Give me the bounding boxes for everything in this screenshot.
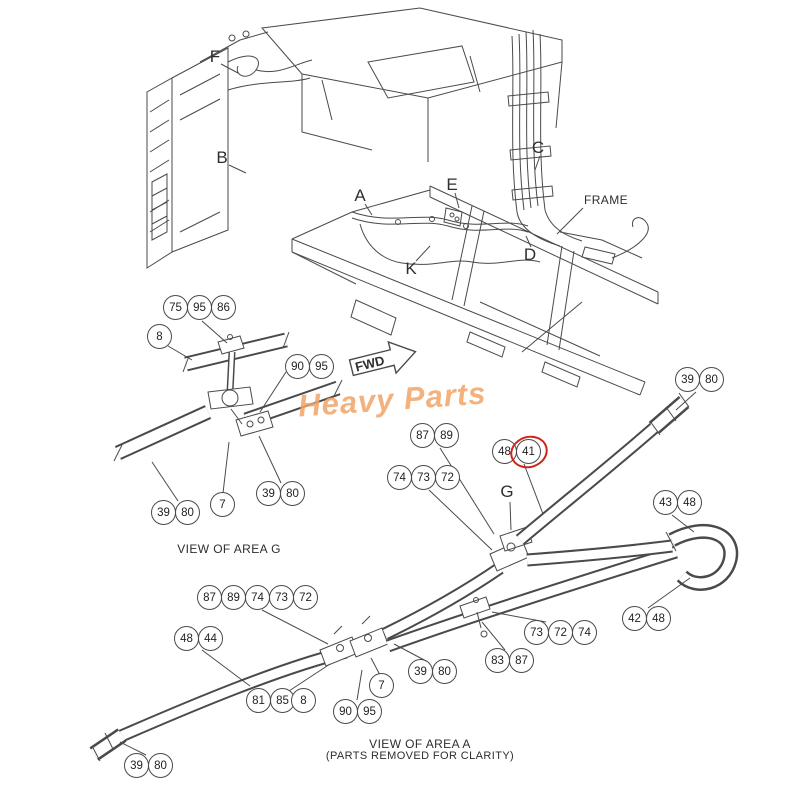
area-letter-A: A (354, 186, 366, 205)
view-a-caption: VIEW OF AREA A (369, 737, 471, 751)
part-balloon-87: 87 (197, 585, 222, 610)
part-balloon-43: 43 (653, 490, 678, 515)
view-a-art (89, 391, 739, 762)
part-balloon-39: 39 (151, 500, 176, 525)
part-balloon-72: 72 (293, 585, 318, 610)
fwd-arrow: FWD (348, 340, 417, 377)
area-letter-C: C (531, 138, 545, 157)
part-balloon-72: 72 (548, 620, 573, 645)
part-balloon-81: 81 (246, 688, 271, 713)
part-balloon-87: 87 (509, 648, 534, 673)
view-g-art (113, 320, 343, 502)
part-balloon-87: 87 (410, 423, 435, 448)
part-balloon-74: 74 (245, 585, 270, 610)
part-balloon-73: 73 (269, 585, 294, 610)
part-balloon-42: 42 (622, 606, 647, 631)
part-balloon-80: 80 (432, 659, 457, 684)
fwd-label: FWD (354, 353, 386, 375)
part-balloon-89: 89 (221, 585, 246, 610)
part-balloon-90: 90 (285, 354, 310, 379)
part-balloon-72: 72 (435, 465, 460, 490)
part-balloon-39: 39 (256, 481, 281, 506)
part-balloon-39: 39 (408, 659, 433, 684)
part-balloon-41: 41 (516, 439, 541, 464)
area-letter-F: F (209, 47, 221, 66)
part-balloon-8: 8 (147, 324, 172, 349)
part-balloon-7: 7 (210, 492, 235, 517)
part-balloon-83: 83 (485, 648, 510, 673)
part-balloon-80: 80 (175, 500, 200, 525)
part-balloon-80: 80 (148, 753, 173, 778)
part-balloon-80: 80 (699, 367, 724, 392)
highlight-ring (505, 430, 553, 474)
area-letter-D: D (523, 245, 537, 264)
part-balloon-48: 48 (677, 490, 702, 515)
part-balloon-39: 39 (675, 367, 700, 392)
part-balloon-48: 48 (646, 606, 671, 631)
view-g-caption: VIEW OF AREA G (177, 542, 281, 556)
area-letter-K: K (405, 259, 417, 278)
area-letter-G: G (500, 482, 514, 501)
part-balloon-75: 75 (163, 295, 188, 320)
part-balloon-39: 39 (124, 753, 149, 778)
part-balloon-7: 7 (369, 673, 394, 698)
part-balloon-74: 74 (572, 620, 597, 645)
part-balloon-89: 89 (434, 423, 459, 448)
part-balloon-44: 44 (198, 626, 223, 651)
part-balloon-95: 95 (309, 354, 334, 379)
view-a-subcaption: (PARTS REMOVED FOR CLARITY) (325, 750, 515, 762)
part-balloon-85: 85 (270, 688, 295, 713)
part-balloon-80: 80 (280, 481, 305, 506)
part-balloon-74: 74 (387, 465, 412, 490)
part-balloon-95: 95 (357, 699, 382, 724)
part-balloon-90: 90 (333, 699, 358, 724)
frame-label: FRAME (584, 193, 628, 207)
part-balloon-48: 48 (174, 626, 199, 651)
part-balloon-86: 86 (211, 295, 236, 320)
part-balloon-95: 95 (187, 295, 212, 320)
part-balloon-8: 8 (291, 688, 316, 713)
part-balloon-73: 73 (524, 620, 549, 645)
area-letter-B: B (216, 148, 228, 167)
area-letter-E: E (446, 175, 458, 194)
part-balloon-73: 73 (411, 465, 436, 490)
frame-assembly-art (146, 7, 659, 396)
